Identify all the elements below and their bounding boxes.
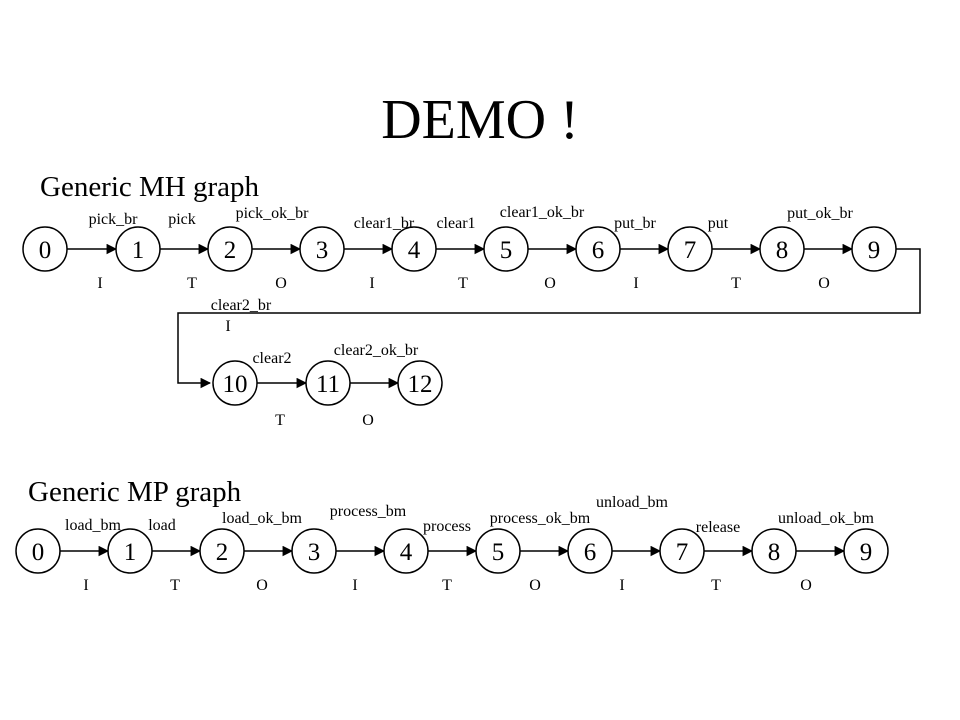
mp-edge-label: process_ok_bm xyxy=(490,510,591,527)
state-node-circle xyxy=(575,226,621,272)
state-node-label: 0 xyxy=(39,237,52,264)
mp-edge-label: load_ok_bm xyxy=(222,510,303,527)
mh-wrap-edge-label: clear2_br xyxy=(211,297,272,314)
state-node-circle xyxy=(475,528,521,574)
state-node-label: 1 xyxy=(124,539,137,566)
state-node-label: 9 xyxy=(868,237,881,264)
mh-phase-label: O xyxy=(275,275,287,292)
state-node-label: 11 xyxy=(316,371,340,398)
state-node-circle xyxy=(207,226,253,272)
state-node-label: 10 xyxy=(223,371,248,398)
mh-wrap-phase-label: I xyxy=(225,318,230,335)
mh-phase-label: I xyxy=(97,275,102,292)
state-node-label: 2 xyxy=(224,237,237,264)
state-node-label: 4 xyxy=(408,237,421,264)
mp-edge-label: unload_bm xyxy=(596,494,669,511)
state-node-label: 3 xyxy=(316,237,329,264)
state-node-circle xyxy=(843,528,889,574)
state-node-circle xyxy=(22,226,68,272)
state-node-label: 6 xyxy=(592,237,605,264)
mh-edge-label: put_br xyxy=(614,215,656,232)
state-node-circle xyxy=(15,528,61,574)
state-node-label: 8 xyxy=(768,539,781,566)
mp-edge-label: process xyxy=(423,518,471,535)
mh-edge-label: clear1_ok_br xyxy=(500,204,585,221)
state-node-label: 3 xyxy=(308,539,321,566)
mp-graph: 0 1 2 3 4 5 6 7 8 9 load_bm load load_ok_bm process_b… xyxy=(15,494,889,594)
mp-phase-label: O xyxy=(800,577,812,594)
mh-phase-label: I xyxy=(633,275,638,292)
mp-heading: Generic MP graph xyxy=(28,476,242,508)
wrap-connector xyxy=(177,248,921,389)
mh-wrap-edge-label: clear2_ok_br xyxy=(334,342,419,359)
mp-edge-label: release xyxy=(696,519,740,536)
state-node-label: 8 xyxy=(776,237,789,264)
state-node-circle xyxy=(851,226,897,272)
state-node-circle xyxy=(759,226,805,272)
mh-edge-label: clear1 xyxy=(436,215,475,232)
mh-edge-label: clear1_br xyxy=(354,215,415,232)
mh-wrap-phase-label: T xyxy=(275,412,285,429)
mp-edge-label: load_bm xyxy=(65,517,122,534)
state-node-circle xyxy=(115,226,161,272)
mh-phase-label: T xyxy=(731,275,741,292)
state-node-label: 0 xyxy=(32,539,45,566)
mp-edge-label: process_bm xyxy=(330,503,407,520)
state-node-label: 6 xyxy=(584,539,597,566)
state-node-circle xyxy=(107,528,153,574)
mh-wrap-phase-label: O xyxy=(362,412,374,429)
mp-edge-label: load xyxy=(148,517,176,534)
state-node-circle xyxy=(212,360,258,406)
mp-phase-label: I xyxy=(352,577,357,594)
mh-phase-label: O xyxy=(544,275,556,292)
state-node-circle xyxy=(397,360,443,406)
mh-phase-label: T xyxy=(458,275,468,292)
state-node-circle xyxy=(291,528,337,574)
mh-phase-label: T xyxy=(187,275,197,292)
state-node-label: 9 xyxy=(860,539,873,566)
state-node-circle xyxy=(751,528,797,574)
state-node-circle xyxy=(667,226,713,272)
mp-phase-label: O xyxy=(256,577,268,594)
state-node-circle xyxy=(299,226,345,272)
mh-edge-label: pick xyxy=(168,211,196,228)
mh-wrap-edge-label: clear2 xyxy=(252,350,291,367)
state-node-circle xyxy=(383,528,429,574)
mp-phase-label: I xyxy=(619,577,624,594)
mp-phase-label: T xyxy=(170,577,180,594)
mp-phase-label: I xyxy=(83,577,88,594)
mh-edge-label: pick_br xyxy=(89,211,139,228)
mh-edge-label: pick_ok_br xyxy=(236,205,310,222)
mh-phase-label: I xyxy=(369,275,374,292)
state-node-label: 5 xyxy=(492,539,505,566)
state-node-label: 7 xyxy=(676,539,689,566)
mh-edge-label: put_ok_br xyxy=(787,205,853,222)
state-node-label: 2 xyxy=(216,539,229,566)
state-node-label: 5 xyxy=(500,237,513,264)
mp-phase-label: T xyxy=(711,577,721,594)
state-node-circle xyxy=(567,528,613,574)
state-node-label: 7 xyxy=(684,237,697,264)
state-node-circle xyxy=(659,528,705,574)
state-node-circle xyxy=(391,226,437,272)
state-node-circle xyxy=(483,226,529,272)
mp-phase-label: O xyxy=(529,577,541,594)
mh-heading: Generic MH graph xyxy=(40,171,260,203)
state-node-label: 4 xyxy=(400,539,413,566)
mp-phase-label: T xyxy=(442,577,452,594)
state-node-label: 1 xyxy=(132,237,145,264)
mh-edge-label: put xyxy=(708,215,729,232)
state-node-circle xyxy=(305,360,351,406)
state-node-label: 12 xyxy=(408,371,433,398)
mp-edge-label: unload_ok_bm xyxy=(778,510,875,527)
slide-title: DEMO ! xyxy=(381,89,579,151)
state-node-circle xyxy=(199,528,245,574)
mh-phase-label: O xyxy=(818,275,830,292)
